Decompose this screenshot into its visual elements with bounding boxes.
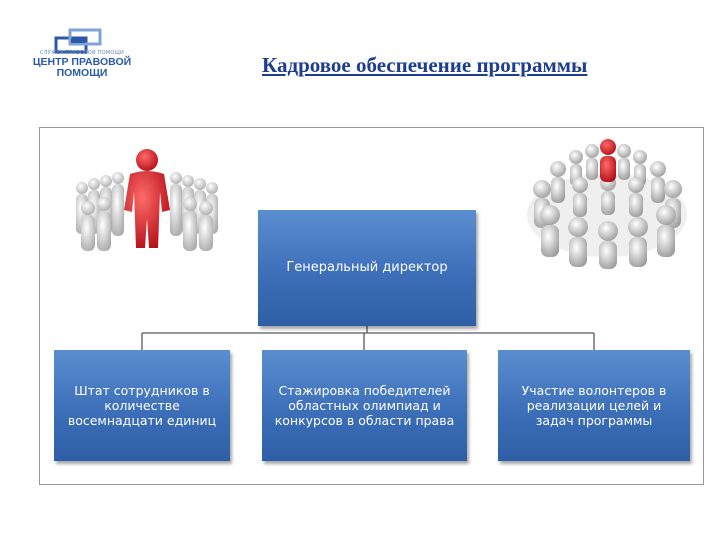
logo-tagline: СЛУЖБА ПРАВОВОЙ ПОМОЩИ [40, 50, 124, 56]
general-director-box: Генеральный директор [258, 210, 476, 326]
page-title: Кадровое обеспечение программы [262, 53, 588, 77]
internship-label: Стажировка победителей областных олимпиа… [274, 382, 455, 429]
logo-text-line2: ПОМОЩИ [56, 67, 108, 79]
internship-box: Стажировка победителей областных олимпиа… [262, 350, 467, 461]
volunteers-box: Участие волонтеров в реализации целей и … [498, 350, 690, 461]
volunteers-label: Участие волонтеров в реализации целей и … [521, 382, 667, 429]
logo-mark-icon [54, 28, 102, 54]
team-circle-with-leader-illustration [527, 139, 687, 269]
organization-logo: СЛУЖБА ПРАВОВОЙ ПОМОЩИ ЦЕНТР ПРАВОВОЙ ПО… [32, 22, 132, 82]
staff-label: Штат сотрудников в количестве восемнадца… [67, 382, 217, 429]
general-director-label: Генеральный директор [286, 260, 448, 276]
staff-box: Штат сотрудников в количестве восемнадца… [54, 350, 230, 461]
leader-with-crowd-illustration [76, 149, 218, 251]
logo-text-line1: ЦЕНТР ПРАВОВОЙ [32, 56, 132, 68]
